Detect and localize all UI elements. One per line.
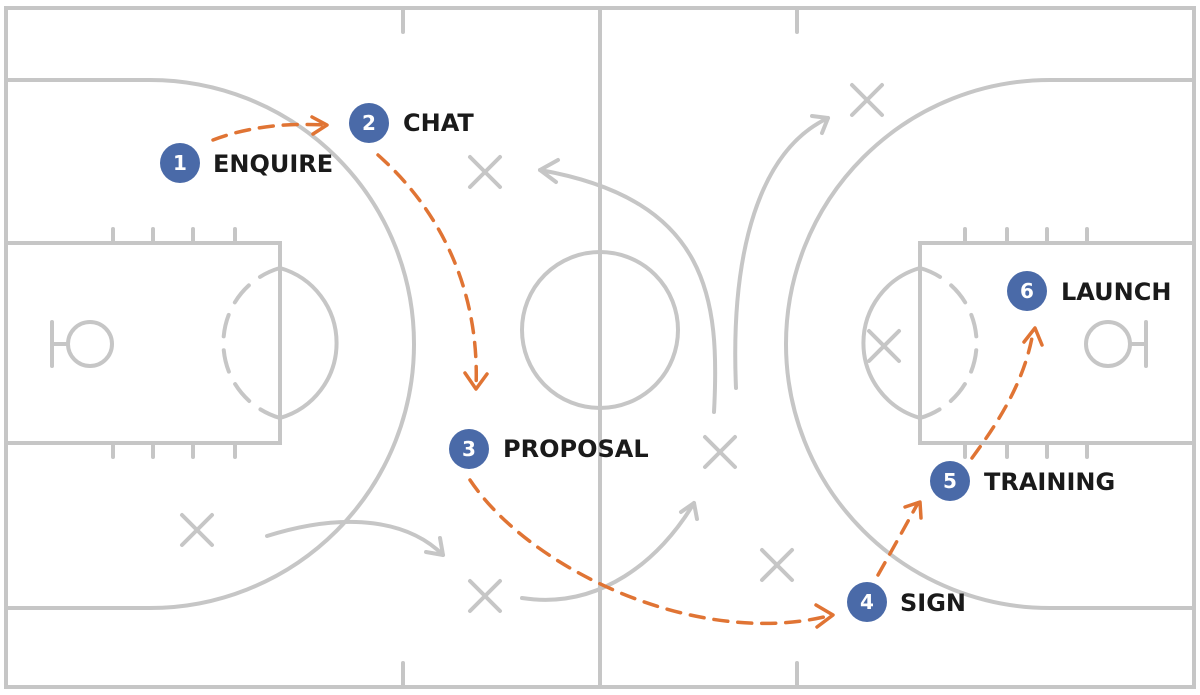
step-chat: 2 CHAT	[349, 103, 474, 143]
flow-arrowhead	[310, 115, 329, 136]
three-point-arc-right	[784, 78, 1196, 610]
step-number: 6	[1020, 279, 1034, 303]
free-throw-arc-left-dashed	[221, 266, 282, 420]
step-training: 5 TRAINING	[930, 461, 1115, 501]
player-markers	[180, 83, 901, 613]
step-number: 3	[462, 437, 476, 461]
step-badge	[160, 143, 200, 183]
player-x-icon	[703, 435, 737, 469]
flow-segment-4-5	[876, 501, 920, 577]
flow-arrowhead	[1022, 326, 1044, 347]
key-left	[4, 241, 282, 445]
step-badge	[449, 429, 489, 469]
movement-arrow-head	[810, 114, 830, 135]
lane-hash-marks-right	[963, 227, 1089, 459]
process-steps: 1 ENQUIRE 2 CHAT 3 PROPOSAL 4 SIGN 5 TRA…	[160, 103, 1171, 622]
movement-arrow	[520, 501, 696, 602]
step-badge	[847, 582, 887, 622]
movement-arrow-head	[538, 158, 560, 184]
step-proposal: 3 PROPOSAL	[449, 429, 649, 469]
step-enquire: 1 ENQUIRE	[160, 143, 333, 183]
flow-arrowhead	[463, 371, 489, 391]
movement-arrow	[265, 519, 445, 557]
step-badge	[1007, 271, 1047, 311]
key-right	[918, 241, 1196, 445]
step-label: LAUNCH	[1061, 278, 1171, 306]
player-x-icon	[180, 513, 214, 547]
step-label: PROPOSAL	[503, 435, 649, 463]
step-number: 2	[362, 111, 376, 135]
court-markings	[4, 6, 1196, 689]
free-throw-arc-left-solid	[278, 266, 339, 420]
step-label: SIGN	[900, 589, 966, 617]
flow-segment-1-2	[211, 122, 328, 142]
flow-segment-2-3	[376, 153, 479, 390]
three-point-arc-left	[4, 78, 416, 610]
step-badge	[930, 461, 970, 501]
flow-segment-5-6	[970, 330, 1035, 460]
free-throw-arc-right-dashed	[918, 266, 979, 420]
center-circle	[520, 250, 680, 410]
step-number: 4	[860, 590, 874, 614]
flow-arrowhead	[903, 500, 923, 520]
hoop-right	[1084, 320, 1148, 368]
process-flow-path	[211, 115, 1044, 629]
player-x-icon	[850, 83, 884, 117]
step-number: 1	[173, 151, 187, 175]
flow-segment-3-4	[468, 478, 834, 626]
player-x-icon	[760, 548, 794, 582]
player-x-icon	[468, 155, 502, 189]
free-throw-arc-right-solid	[861, 266, 922, 420]
player-x-icon	[468, 579, 502, 613]
movement-arrow-head	[679, 501, 699, 521]
lane-hash-marks-left	[111, 227, 237, 459]
step-label: ENQUIRE	[213, 150, 333, 178]
step-number: 5	[943, 469, 957, 493]
movement-arrow	[733, 116, 830, 390]
step-sign: 4 SIGN	[847, 582, 966, 622]
step-launch: 6 LAUNCH	[1007, 271, 1171, 311]
step-label: CHAT	[403, 109, 474, 137]
movement-arrow	[538, 168, 718, 414]
flow-arrowhead	[814, 603, 835, 629]
step-label: TRAINING	[984, 468, 1115, 496]
step-badge	[349, 103, 389, 143]
player-movement-arrows	[265, 114, 830, 602]
hoop-left	[50, 320, 114, 368]
movement-arrow-head	[424, 536, 445, 557]
player-x-icon	[867, 329, 901, 363]
